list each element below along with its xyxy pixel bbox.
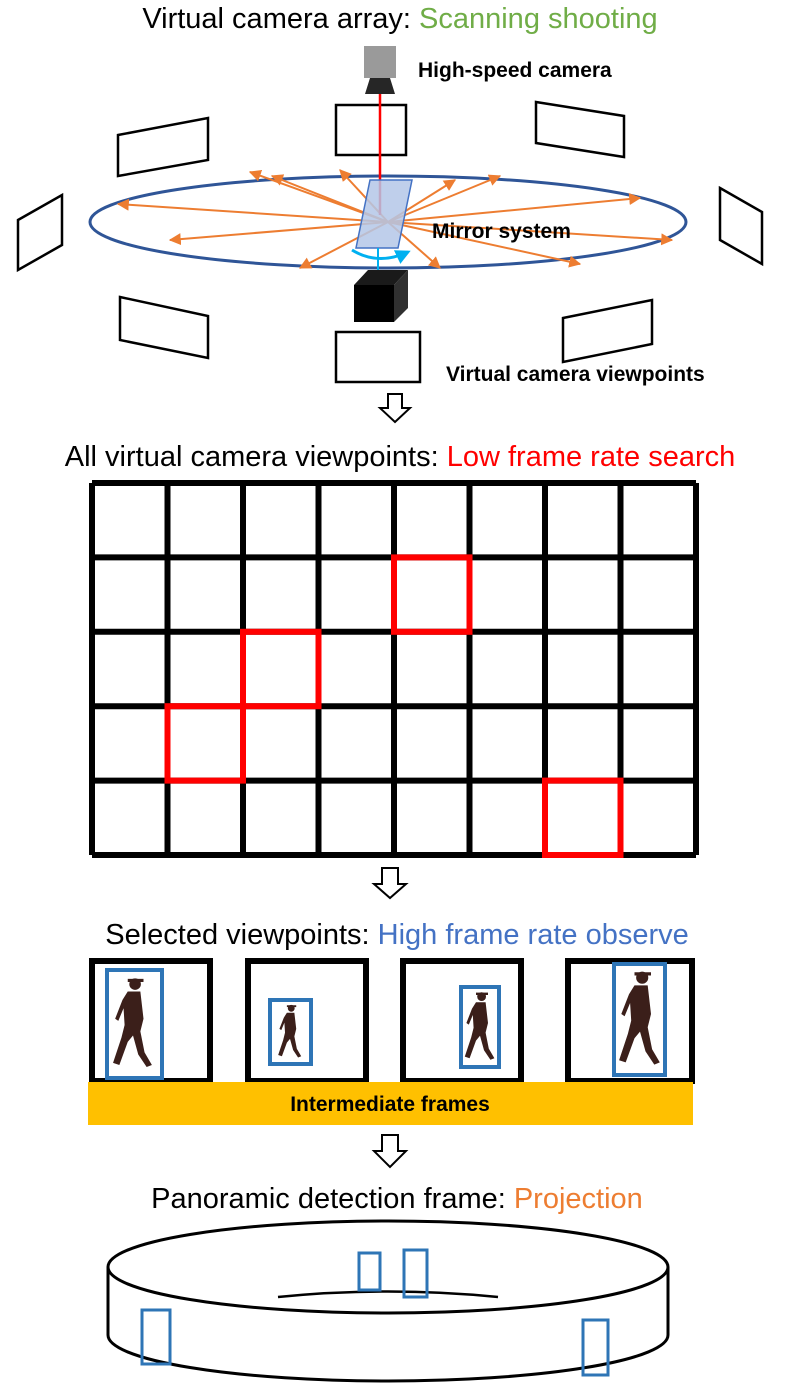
detection-box: [402, 1248, 429, 1299]
section4-title: Panoramic detection frame: Projection: [151, 1183, 643, 1215]
detection-box: [105, 968, 164, 1080]
detection-box: [581, 1318, 610, 1377]
mirror-system-label: Mirror system: [432, 220, 571, 243]
section4-title-highlight: Projection: [514, 1183, 643, 1215]
viewpoint-frame: [718, 185, 764, 267]
section3-title: Selected viewpoints: High frame rate obs…: [105, 919, 689, 951]
section2-title-highlight: Low frame rate search: [447, 441, 736, 473]
viewpoint-frame: [334, 103, 408, 157]
panoramic-detection-boxes: [140, 1248, 610, 1377]
section2-title: All virtual camera viewpoints: Low frame…: [65, 441, 736, 473]
viewpoint-frame: [534, 100, 626, 159]
hollow-down-arrow-icon: [371, 1134, 409, 1169]
selected-cell: [391, 554, 473, 635]
scan-ray: [387, 193, 642, 223]
scan-ray: [116, 198, 389, 223]
intermediate-frames-bar: [88, 1082, 693, 1125]
detection-box: [459, 985, 501, 1069]
mirror-icon: [355, 179, 413, 249]
high-speed-camera-label: High-speed camera: [418, 59, 612, 82]
selected-viewpoint-frames: [89, 958, 695, 1084]
viewpoint-frame: [245, 958, 369, 1084]
camera-icon: [364, 46, 396, 94]
selected-cell: [240, 628, 322, 710]
detection-box: [268, 998, 313, 1066]
viewpoint-frame: [116, 116, 210, 178]
viewpoint-frame: [561, 298, 654, 364]
selected-cell: [164, 703, 246, 784]
viewpoint-frame: [565, 958, 695, 1084]
selected-cell: [542, 777, 624, 858]
hollow-down-arrow-icon: [377, 393, 413, 424]
scan-ray: [387, 221, 674, 246]
detection-box: [140, 1308, 172, 1366]
rotation-arrow-icon: [351, 248, 411, 264]
hollow-down-arrow-icon: [371, 867, 409, 900]
scanning-rays: [116, 169, 674, 269]
motor-cube-icon: [354, 270, 408, 322]
scan-ray: [387, 221, 582, 268]
section1-title-highlight: Scanning shooting: [419, 3, 658, 35]
viewpoint-grid: [89, 480, 699, 858]
scan-ray: [387, 174, 502, 223]
detection-box: [612, 962, 667, 1077]
detection-box: [357, 1251, 382, 1292]
section3-title-highlight: High frame rate observe: [378, 919, 689, 951]
scan-ray: [168, 221, 389, 246]
scanning-ellipse: [88, 174, 688, 270]
intermediate-frames-label: Intermediate frames: [290, 1093, 490, 1116]
section1-title: Virtual camera array: Scanning shooting: [142, 3, 657, 35]
virtual-viewpoints-label: Virtual camera viewpoints: [446, 363, 705, 386]
virtual-viewpoint-frames: [16, 100, 764, 384]
viewpoint-frame: [334, 330, 422, 384]
viewpoint-frame: [118, 295, 210, 360]
panoramic-cylinder: [106, 1219, 670, 1383]
viewpoint-frame: [16, 192, 64, 273]
viewpoint-frame: [89, 958, 213, 1084]
